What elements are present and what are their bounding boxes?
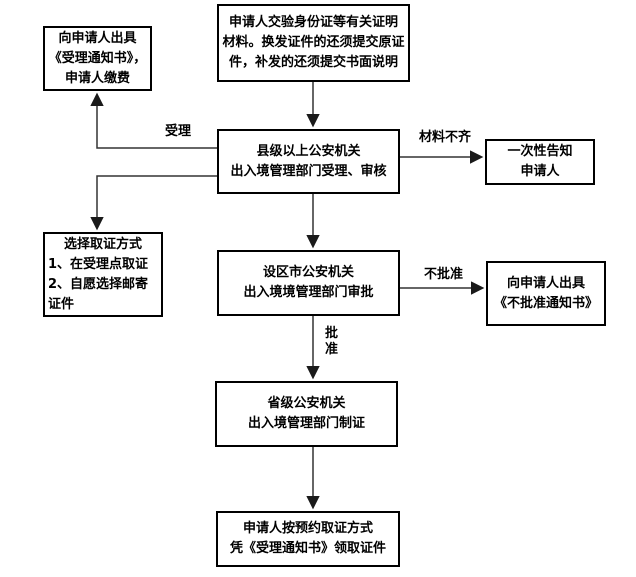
node-text-line: 一次性告知 [507, 144, 573, 159]
flow-node-materials: 申请人交验身份证等有关证明 材料。换发证件的还须提交原证 件，补发的还须提交书面… [217, 4, 410, 82]
node-text-line: 县级以上公安机关 [256, 143, 361, 159]
node-text-line: 《不批准通知书》 [493, 295, 598, 311]
edge-label-approved: 批准 [324, 326, 339, 358]
node-text-line: 选择取证方式 [63, 236, 142, 252]
edge-label-not-approved: 不批准 [424, 267, 464, 282]
node-text-line: 证件 [48, 296, 75, 312]
node-text-line: 件，补发的还须提交书面说明 [228, 55, 398, 70]
edge-label-accepted: 受理 [165, 124, 192, 139]
arrow-accept-to-notice [90, 92, 217, 149]
node-text-line: 2、自愿选择邮寄 [48, 276, 149, 292]
node-text-line: 申请人 [520, 164, 560, 179]
flow-node-collect: 申请人按预约取证方式 凭《受理通知书》领取证件 [216, 511, 400, 567]
flow-node-accept: 县级以上公安机关 出入境管理部门受理、审核 [217, 129, 400, 194]
node-text-line: 1、在受理点取证 [48, 256, 149, 272]
node-text-line: 省级公安机关 [267, 396, 346, 411]
node-text-line: 申请人按预约取证方式 [242, 521, 373, 536]
flow-node-inform: 一次性告知 申请人 [485, 139, 595, 185]
node-text-line: 向申请人出具 [506, 275, 585, 291]
node-text-line: 申请人交验身份证等有关证明 [228, 15, 398, 30]
flow-node-notice: 向申请人出具 《受理通知书》， 申请人缴费 [43, 26, 152, 91]
flow-node-reject: 向申请人出具 《不批准通知书》 [486, 261, 606, 326]
edge-label-materials-incomplete: 材料不齐 [419, 130, 472, 145]
flow-node-approve: 设区市公安机关 出入境境管理部门审批 [217, 250, 400, 316]
node-text-line: 出入境管理部门制证 [247, 416, 365, 431]
node-text-line: 申请人缴费 [64, 70, 130, 86]
node-text-line: 出入境境管理部门审批 [243, 285, 374, 300]
node-text-line: 《受理通知书》， [48, 50, 147, 66]
node-text-line: 设区市公安机关 [262, 265, 354, 280]
node-text-line: 向申请人出具 [58, 30, 137, 46]
node-text-line: 凭《受理通知书》领取证件 [229, 541, 386, 556]
flow-node-produce: 省级公安机关 出入境管理部门制证 [215, 381, 398, 447]
arrow-accept-to-choose [90, 175, 217, 231]
node-text-line: 材料。换发证件的还须提交原证 [222, 35, 405, 50]
node-text-line: 出入境管理部门受理、审核 [230, 163, 387, 179]
flow-node-choose: 选择取证方式 1、在受理点取证 2、自愿选择邮寄 证件 [43, 232, 163, 317]
